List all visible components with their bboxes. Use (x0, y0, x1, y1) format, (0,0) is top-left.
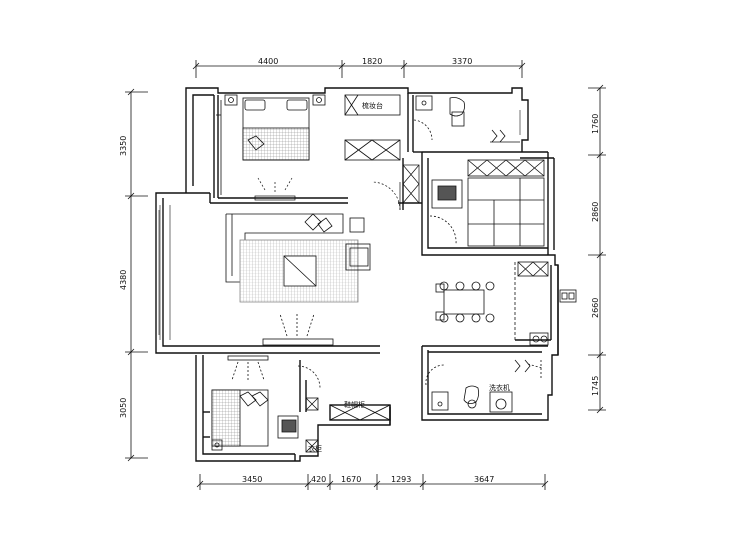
washing-machine-label: 洗衣机 (489, 383, 510, 392)
dim-right-2: 2860 (591, 202, 600, 222)
living-room (225, 213, 371, 346)
dim-top-1: 4400 (258, 57, 278, 66)
window-marks (158, 110, 521, 340)
dim-left-2: 4380 (119, 270, 128, 290)
bathroom-bottom: 洗衣机 (425, 359, 543, 413)
dressing-table: 梳妆台 (344, 94, 401, 161)
master-bedroom (216, 94, 326, 195)
second-bedroom (211, 355, 391, 453)
dim-top-2: 1820 (362, 57, 382, 66)
exterior-walls (155, 87, 559, 462)
kitchen (514, 261, 577, 346)
dimension-lines (125, 60, 606, 490)
dim-left-1: 3350 (119, 136, 128, 156)
dim-left-3: 3050 (119, 398, 128, 418)
ac-unit-master (254, 177, 296, 201)
shoe-cabinet-label: 鞋帽柜 (344, 400, 365, 409)
study-room (429, 159, 545, 247)
wardrobe-label: 衣柜 (308, 444, 322, 453)
dim-bottom-3: 1670 (341, 475, 361, 484)
dining-area (435, 281, 495, 323)
dim-bottom-1: 3450 (242, 475, 262, 484)
dim-top-3: 3370 (452, 57, 472, 66)
dim-right-3: 2660 (591, 298, 600, 318)
entry-door (371, 164, 420, 211)
dim-right-4: 1745 (591, 376, 600, 396)
dim-bottom-2: 420 (311, 475, 326, 484)
master-bathroom (413, 95, 520, 143)
dimension-labels: 4400 1820 3370 3450 420 1670 1293 3647 3… (119, 57, 600, 484)
dressing-table-label: 梳妆台 (362, 101, 383, 110)
dim-right-1: 1760 (591, 114, 600, 134)
dim-bottom-4: 1293 (391, 475, 411, 484)
dim-bottom-5: 3647 (474, 475, 494, 484)
